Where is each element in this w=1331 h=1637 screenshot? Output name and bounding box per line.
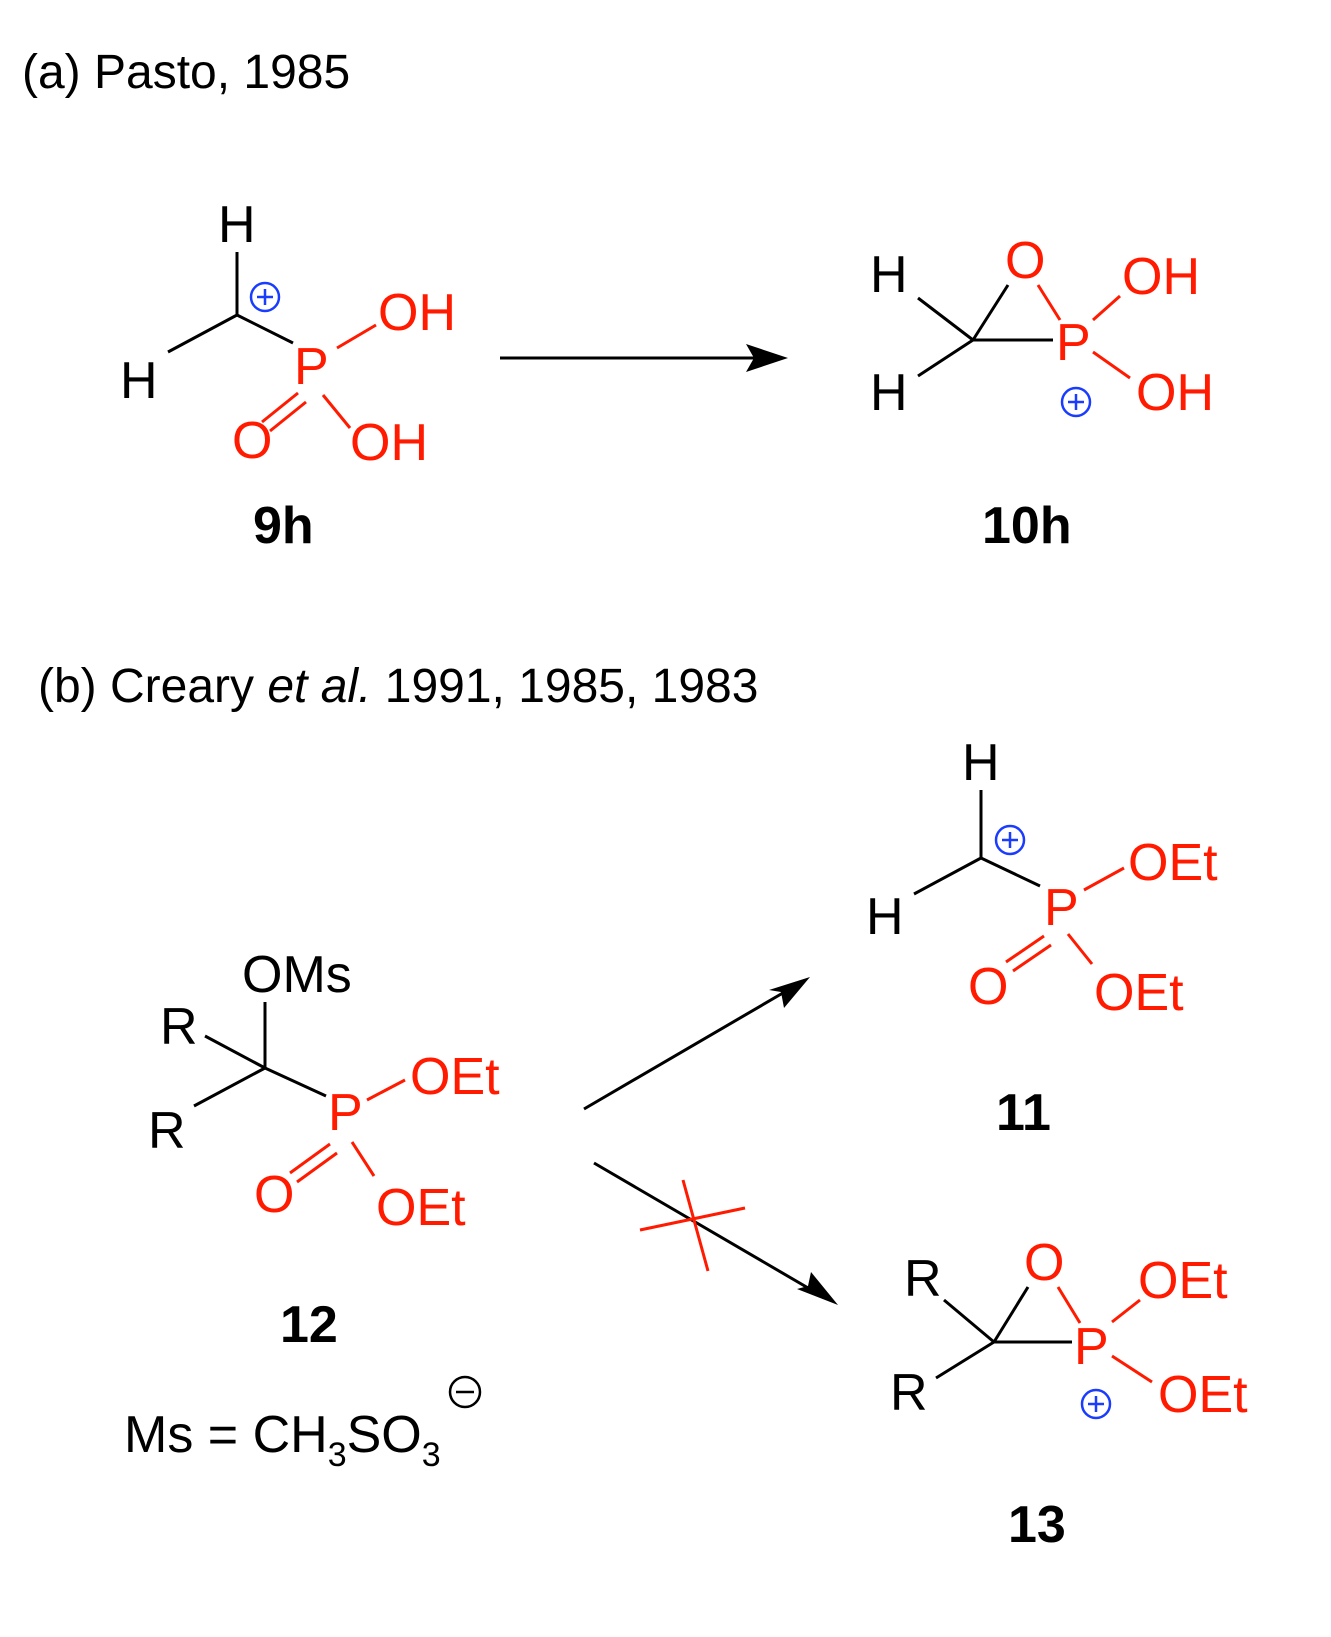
bond-p-oet-upper [1111,1298,1141,1324]
bond-c-h-left [913,856,982,896]
atom-h-left: H [866,888,904,946]
negative-charge-icon [448,1375,482,1409]
compound-label-13: 13 [1008,1496,1066,1554]
panel-a-heading: (a) Pasto, 1985 [22,46,350,99]
molecule-10h: O H H P OH OH [870,232,1214,422]
molecule-13: O R R P OEt OEt [890,1234,1248,1424]
atom-h-lower: H [870,364,908,422]
atom-oet-upper: OEt [410,1048,500,1106]
bond-p-oet-upper [1083,866,1125,892]
atom-oh-upper: OH [378,284,456,342]
atom-oms: OMs [242,946,352,1004]
bond-p-oh-upper [336,323,377,350]
atom-oet-upper: OEt [1138,1252,1228,1310]
atom-oh-upper: OH [1122,248,1200,306]
bond-o-p-ring [1036,284,1062,321]
atom-o-ring: O [1005,232,1045,290]
compound-label-10h: 10h [982,497,1072,555]
bond-c-p [236,313,294,345]
atom-h-left: H [120,352,158,410]
cross-out-mark [681,1179,710,1272]
bond-p-oh-lower [1092,350,1131,380]
bond-c-o-ring [971,284,1010,341]
bond-c-r-upper [943,1298,995,1344]
bond-p-o-double-1 [289,1142,331,1175]
atom-oet-lower: OEt [1094,964,1184,1022]
bond-p-oet-upper [366,1078,406,1102]
bond-p-o-double-2 [269,400,307,433]
bond-p-o-double-2 [296,1151,338,1184]
atom-h-top: H [962,734,1000,792]
atom-r-lower: R [890,1364,928,1422]
bond-p-o-double-1 [1005,934,1045,964]
note-sub-3b: 3 [422,1436,441,1474]
atom-h-top: H [218,196,256,254]
bond-c-p [264,1066,327,1098]
bond-p-oh-lower [321,394,352,429]
bond-p-oet-lower [350,1141,376,1177]
atom-o-ring: O [1024,1234,1064,1292]
positive-charge-icon [249,281,281,313]
atom-o-double: O [232,412,272,470]
atom-o-double: O [254,1166,294,1224]
positive-charge-icon [1080,1388,1112,1420]
atom-r-upper: R [160,998,198,1056]
reaction-arrow [500,344,788,372]
bond-c-r-lower [935,1340,995,1380]
bond-p-oh-upper [1092,294,1121,322]
bond-p-o-double-2 [1012,943,1052,973]
bond-c-p [980,856,1041,888]
atom-phosphorus: P [328,1084,363,1142]
bond-c-r-lower [193,1066,266,1108]
molecule-11: H H P O OEt OEt [866,734,1218,1022]
bond-c-o-ring [992,1286,1030,1343]
compound-label-9h: 9h [253,497,314,555]
atom-oet-lower: OEt [376,1179,466,1237]
atom-r-upper: R [904,1250,942,1308]
note-sub-3a: 3 [328,1436,347,1474]
compound-label-11: 11 [996,1084,1051,1142]
bond-o-p-ring [1056,1286,1082,1324]
atom-phosphorus: P [1044,879,1079,937]
atom-oet-upper: OEt [1128,834,1218,892]
bond-p-oet-lower [1111,1354,1153,1384]
panel-b-heading: (b) Creary et al. 1991, 1985, 1983 [38,660,758,713]
atom-o-double: O [968,958,1008,1016]
atom-phosphorus: P [1056,314,1091,372]
bond-p-oet-lower [1066,933,1094,965]
svg-text:Ms = CH3SO3: Ms = CH3SO3 [124,1406,441,1474]
atom-r-lower: R [148,1102,186,1160]
atom-h-upper: H [870,246,908,304]
atom-phosphorus: P [1074,1318,1109,1376]
bond-p-o-double-1 [261,391,299,424]
atom-phosphorus: P [294,338,329,396]
molecule-9h: H H P O OH OH [120,196,456,472]
bond-c-h-left [167,313,238,354]
mesylate-definition: Ms = CH3SO3 [124,1375,482,1474]
reaction-arrow-lower-blocked [593,1161,838,1305]
reaction-arrow-upper [583,977,810,1111]
atom-oh-lower: OH [1136,364,1214,422]
molecule-12: OMs R R P O OEt OEt [148,946,500,1237]
atom-oet-lower: OEt [1158,1366,1248,1424]
positive-charge-icon [1060,386,1092,418]
bond-c-h-lower [917,338,974,378]
atom-oh-lower: OH [350,414,428,472]
bond-c-r-upper [204,1034,266,1070]
note-lhs: Ms = CH [124,1406,328,1464]
bond-c-h-upper [917,296,974,342]
positive-charge-icon [994,824,1026,856]
note-mid: SO [347,1406,422,1464]
compound-label-12: 12 [280,1296,338,1354]
